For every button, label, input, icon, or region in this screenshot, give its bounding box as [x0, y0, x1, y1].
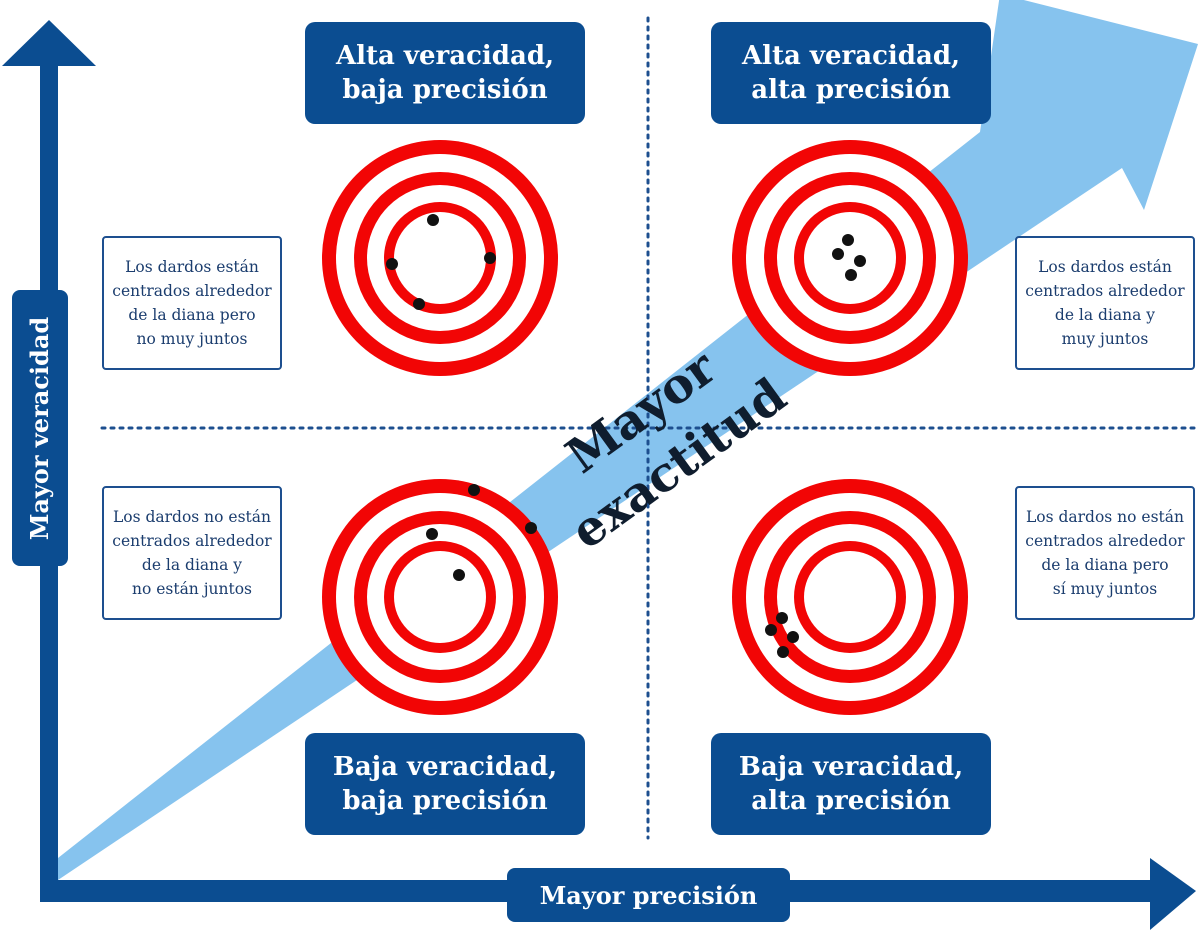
dart-hit: [787, 631, 799, 643]
target-ring: [804, 212, 896, 304]
x-axis-label-box: Mayor precisión: [507, 868, 790, 922]
dart-hit: [484, 252, 496, 264]
description-bottom-left: Los dardos no están centrados alrededor …: [102, 486, 282, 620]
description-bottom-right: Los dardos no están centrados alrededor …: [1015, 486, 1195, 620]
target-top-right: [732, 140, 968, 376]
title-top-left: Alta veracidad, baja precisión: [305, 22, 585, 124]
dart-hit: [426, 528, 438, 540]
dart-hit: [386, 258, 398, 270]
description-top-right-text: Los dardos están centrados alrededor de …: [1025, 258, 1185, 348]
target-ring: [804, 551, 896, 643]
dart-hit: [453, 569, 465, 581]
target-ring: [394, 212, 486, 304]
dart-hit: [525, 522, 537, 534]
description-bottom-right-text: Los dardos no están centrados alrededor …: [1025, 508, 1185, 598]
dart-hit: [765, 624, 777, 636]
title-bottom-right-text: Baja veracidad, alta precisión: [738, 752, 964, 816]
title-top-right-text: Alta veracidad, alta precisión: [741, 41, 961, 105]
description-top-left: Los dardos están centrados alrededor de …: [102, 236, 282, 370]
y-axis-label-box: Mayor veracidad: [12, 290, 68, 566]
description-top-left-text: Los dardos están centrados alrededor de …: [112, 258, 272, 348]
x-axis-label: Mayor precisión: [539, 880, 758, 910]
dart-hit: [413, 298, 425, 310]
target-bottom-right: [732, 479, 968, 715]
dart-hit: [468, 484, 480, 496]
title-top-left-text: Alta veracidad, baja precisión: [335, 41, 555, 105]
dart-hit: [854, 255, 866, 267]
dart-hit: [832, 248, 844, 260]
title-bottom-right: Baja veracidad, alta precisión: [711, 733, 991, 835]
title-bottom-left-text: Baja veracidad, baja precisión: [332, 752, 558, 816]
target-top-left: [322, 140, 558, 376]
title-bottom-left: Baja veracidad, baja precisión: [305, 733, 585, 835]
description-bottom-left-text: Los dardos no están centrados alrededor …: [112, 508, 272, 598]
dart-hit: [777, 646, 789, 658]
dart-hit: [845, 269, 857, 281]
dart-hit: [427, 214, 439, 226]
target-bottom-left: [322, 479, 558, 715]
dart-hit: [776, 612, 788, 624]
dart-hit: [842, 234, 854, 246]
description-top-right: Los dardos están centrados alrededor de …: [1015, 236, 1195, 370]
y-axis-label: Mayor veracidad: [25, 316, 55, 540]
target-ring: [394, 551, 486, 643]
title-top-right: Alta veracidad, alta precisión: [711, 22, 991, 124]
